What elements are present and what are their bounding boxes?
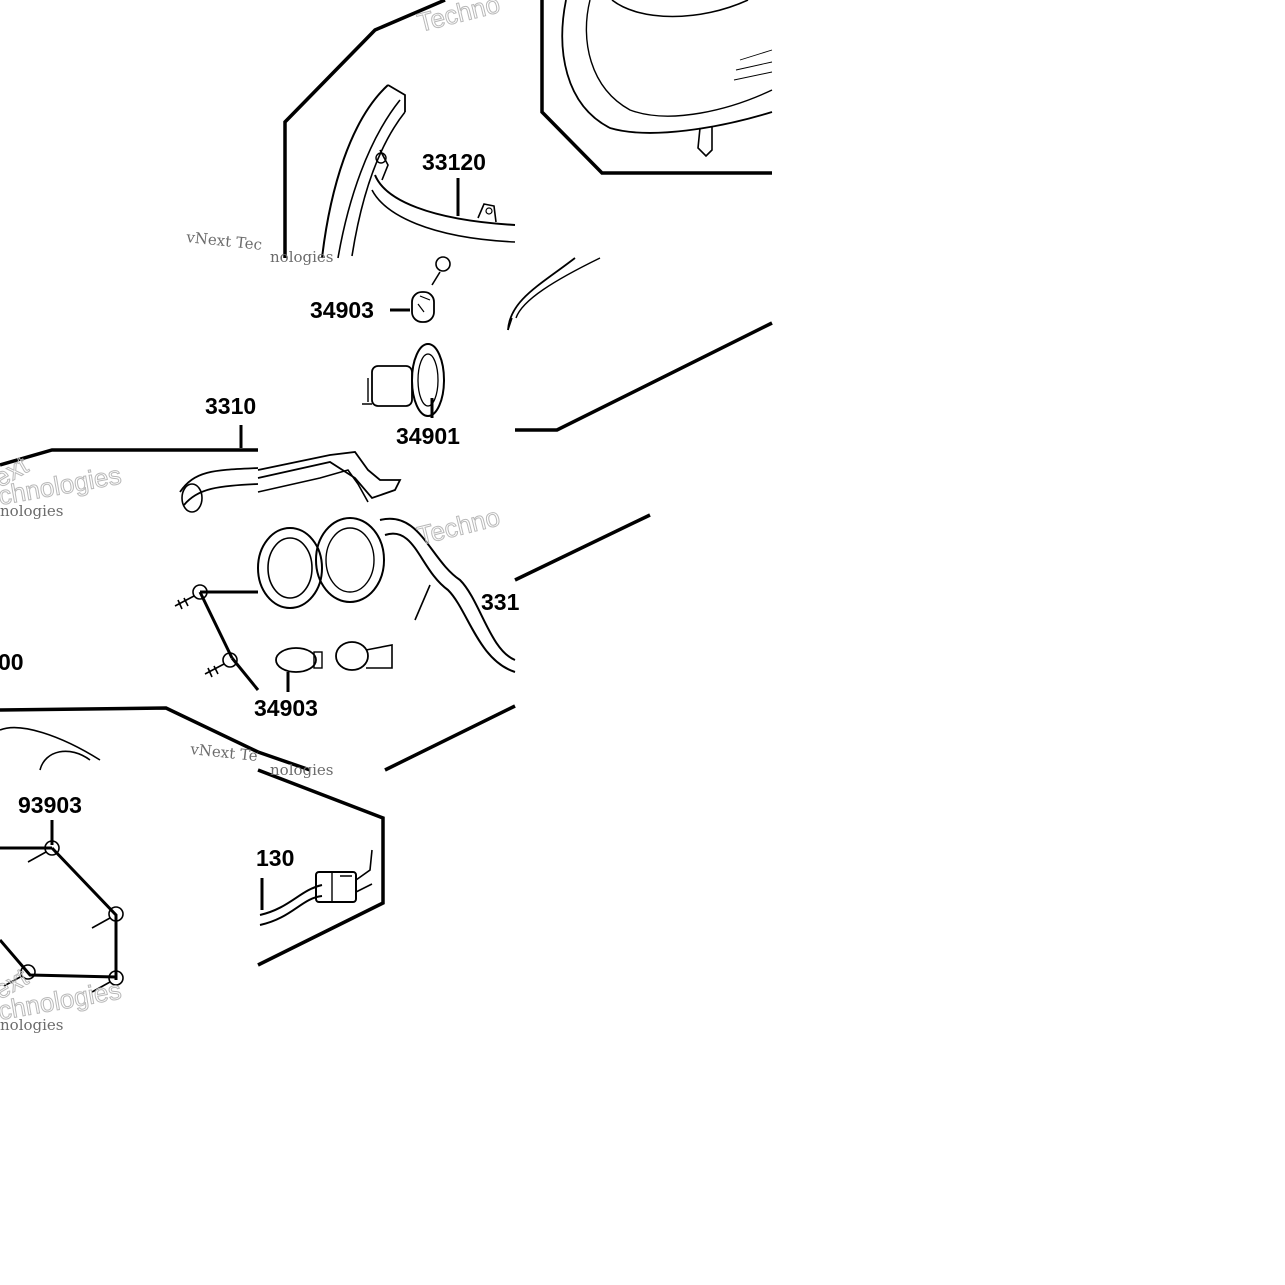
label-331-partial: 331 xyxy=(481,589,520,615)
tile-headlight-lens xyxy=(540,0,773,175)
label-34903-lower: 34903 xyxy=(254,695,318,721)
tile-lens-bottom xyxy=(507,257,773,432)
tile-screws-connector xyxy=(0,768,385,993)
watermark-text: nologies xyxy=(270,761,334,779)
watermark-text: vNext Tec xyxy=(185,228,263,254)
tile-headlight-rim xyxy=(283,0,516,259)
watermark-text: Techno xyxy=(414,501,503,550)
label-93903: 93903 xyxy=(18,792,82,818)
label-33120: 33120 xyxy=(422,149,486,175)
label-3310-partial: 3310 xyxy=(205,393,256,419)
label-130-partial: 130 xyxy=(256,845,294,871)
tile-socket-harness xyxy=(0,513,651,772)
label-00-partial: 00 xyxy=(0,649,24,675)
watermark-text: nologies xyxy=(0,502,64,520)
tile-bulbs xyxy=(0,256,451,513)
watermark-text: vNext Te xyxy=(189,740,259,765)
label-34901: 34901 xyxy=(396,423,460,449)
watermark-text: nologies xyxy=(270,248,334,266)
watermark-text: Techno xyxy=(414,0,503,38)
label-34903-upper: 34903 xyxy=(310,297,374,323)
watermark-text: nologies xyxy=(0,1016,64,1034)
